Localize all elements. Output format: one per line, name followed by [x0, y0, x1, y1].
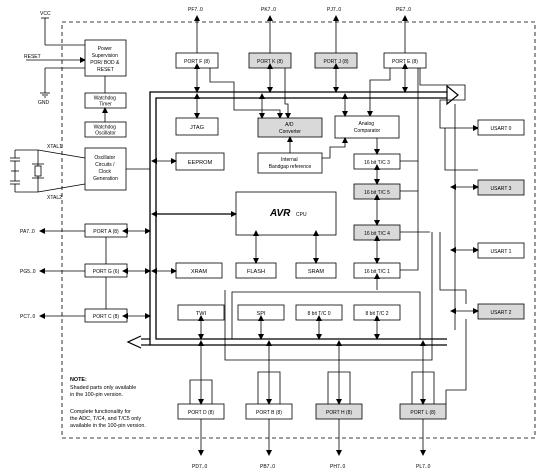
port-k-label: PORT K (8) — [257, 59, 283, 65]
cpu-label: CPU — [296, 212, 307, 218]
pe-label: PE7..0 — [396, 7, 411, 13]
power-supervision-label: Power Supervision POR/ BOD & RESET — [90, 46, 121, 73]
port-h-label: PORT H (8) — [326, 410, 353, 416]
xram-label: XRAM — [191, 269, 208, 275]
oscillator-clock-block — [84, 147, 127, 191]
pg-label: PG5..0 — [20, 269, 36, 275]
pl-label: PL7..0 — [416, 464, 431, 470]
analog-comparator-label: Analog Comparator — [354, 121, 381, 134]
tc2-label: 8 bit T/C 2 — [366, 311, 389, 317]
port-f-label: PORT F (8) — [184, 59, 210, 65]
jtag-label: JTAG — [190, 125, 204, 131]
xtal1-label: XTAL1 — [47, 144, 62, 150]
bandgap-label: Internal Bandgap reference — [269, 157, 312, 170]
usart3-label: USART 3 — [491, 186, 512, 192]
usart0-label: USART 0 — [491, 126, 512, 132]
port-d-label: PORT D (8) — [188, 410, 215, 416]
xtal2-label: XTAL2 — [47, 195, 62, 201]
pk-label: PK7..0 — [261, 7, 276, 13]
sram-label: SRAM — [308, 269, 325, 275]
port-l-label: PORT L (8) — [410, 410, 436, 416]
note-line-6: available in the 100-pin version. — [70, 423, 146, 429]
port-j-label: PORT J (8) — [323, 59, 348, 65]
port-b-label: PORT B (8) — [256, 410, 282, 416]
cpu-block — [235, 191, 337, 236]
pf-label: PF7..0 — [188, 7, 203, 13]
analog-comparator-block — [334, 115, 400, 139]
tc3-label: 16 bit T/C 3 — [364, 160, 390, 166]
gnd-label: GND — [38, 100, 50, 106]
note-title: NOTE: — [70, 377, 87, 383]
tc4-label: 16 bit T/C 4 — [364, 231, 390, 237]
usart2-label: USART 2 — [491, 310, 512, 316]
watchdog-oscillator-label: Watchdog Oscillator — [94, 125, 118, 137]
pc-label: PC7..0 — [20, 314, 36, 320]
gnd-pin: GND — [38, 67, 85, 106]
flash-label: FLASH — [247, 269, 265, 275]
pb-label: PB7..0 — [260, 464, 275, 470]
note-line-2: in the 100-pin version. — [70, 392, 123, 398]
spi-label: SPI — [256, 311, 265, 317]
reset-pin: RESET — [24, 54, 86, 63]
usart0-block — [477, 119, 525, 136]
port-c-label: PORT C (8) — [93, 314, 120, 320]
usart1-label: USART 1 — [491, 249, 512, 255]
crystal-icon — [10, 149, 44, 193]
avr-logo: AVR — [269, 208, 291, 219]
pa-label: PA7..0 — [20, 229, 35, 235]
watchdog-oscillator-block — [84, 121, 127, 138]
chip-boundary — [61, 21, 536, 439]
bandgap-block — [257, 152, 323, 174]
port-g-label: PORT G (6) — [93, 269, 120, 275]
ph-label: PH7..0 — [330, 464, 346, 470]
adc-label: A/D Converter — [279, 122, 301, 135]
oscillator-clock-label: Oscillator Circuits / Clock Generation — [93, 155, 118, 182]
note-line-4: Complete functionality for — [70, 409, 131, 415]
reset-label: RESET — [24, 54, 41, 60]
port-e-label: PORT E (8) — [392, 59, 418, 65]
tc0-label: 8 bit T/C 0 — [308, 311, 331, 317]
vcc-label: VCC — [40, 11, 51, 17]
port-a-label: PORT A (8) — [93, 229, 119, 235]
note-line-5: the ADC, T/C4, and T/C5 only — [70, 416, 141, 422]
tc5-label: 16 bit T/C 5 — [364, 190, 390, 196]
tc1-label: 16 bit T/C 1 — [364, 269, 390, 275]
vcc-pin: VCC — [40, 11, 85, 46]
eeprom-label: EEPROM — [188, 160, 213, 166]
power-supervision-block — [84, 39, 127, 77]
pj-label: PJ7..0 — [327, 7, 341, 13]
note: NOTE: Shaded parts only available in the… — [70, 377, 146, 429]
watchdog-timer-label: Watchdog Timer — [94, 96, 118, 108]
note-line-1: Shaded parts only available — [70, 385, 136, 391]
pd-label: PD7..0 — [192, 464, 208, 470]
twi-label: TWI — [196, 311, 207, 317]
internal-data-bus — [126, 84, 459, 349]
